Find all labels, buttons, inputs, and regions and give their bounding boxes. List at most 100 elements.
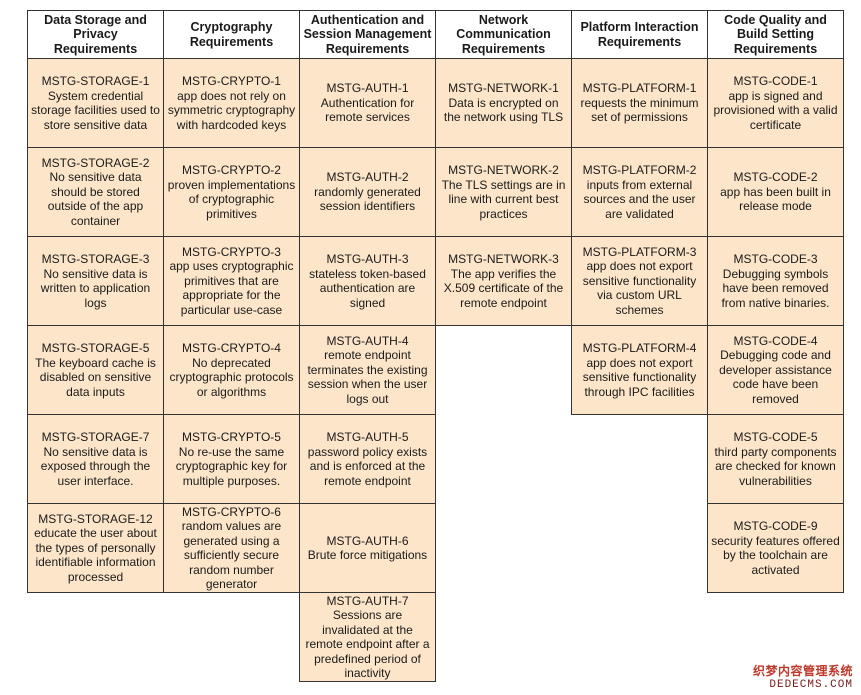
requirement-id: MSTG-AUTH-1 xyxy=(326,81,409,96)
requirement-id: MSTG-AUTH-7 xyxy=(326,593,409,608)
requirement-id: MSTG-AUTH-2 xyxy=(326,170,409,185)
requirement-text: The TLS settings are in line with curren… xyxy=(441,177,566,221)
watermark: 织梦内容管理系统 DEDECMS.COM xyxy=(741,662,853,691)
requirement-id: MSTG-STORAGE-5 xyxy=(41,341,150,355)
requirement-text: inputs from external sources and the use… xyxy=(583,177,696,221)
requirement-text: random values are generated using a suff… xyxy=(181,519,282,591)
requirement-id: MSTG-PLATFORM-2 xyxy=(582,163,697,177)
requirement-text: proven implementations of cryptographic … xyxy=(167,177,296,221)
requirement-id: MSTG-CRYPTO-3 xyxy=(182,244,281,259)
column-auth: Authentication and Session Management Re… xyxy=(299,10,436,682)
requirement-text: app uses cryptographic primitives that a… xyxy=(169,259,294,317)
requirement-id: MSTG-AUTH-6 xyxy=(326,533,409,548)
requirement-id: MSTG-STORAGE-2 xyxy=(41,155,150,170)
requirement-id: MSTG-PLATFORM-4 xyxy=(582,341,697,355)
column-header: Authentication and Session Management Re… xyxy=(299,10,436,59)
requirement-id: MSTG-STORAGE-7 xyxy=(41,430,150,444)
requirement-id: MSTG-STORAGE-12 xyxy=(38,511,153,526)
requirement-text: No deprecated cryptographic protocols or… xyxy=(169,355,294,399)
requirement-id: MSTG-AUTH-3 xyxy=(326,252,409,266)
requirements-table: Data Storage and Privacy Requirements MS… xyxy=(27,10,844,682)
requirement-text: Debugging code and developer assistance … xyxy=(719,348,832,406)
requirement-id: MSTG-AUTH-5 xyxy=(326,430,409,444)
requirement-text: No sensitive data should be stored outsi… xyxy=(47,170,144,228)
requirement-text: requests the minimum set of permissions xyxy=(580,95,699,125)
requirement-text: System credential storage facilities use… xyxy=(31,88,160,132)
watermark-text-en: DEDECMS.COM xyxy=(769,679,853,691)
column-header: Code Quality and Build Setting Requireme… xyxy=(707,10,844,59)
requirement-text: randomly generated session identifiers xyxy=(314,184,421,214)
requirement-id: MSTG-AUTH-4 xyxy=(326,333,409,348)
column-header: Network Communication Requirements xyxy=(435,10,572,59)
requirement-text: app is signed and provisioned with a val… xyxy=(713,88,838,132)
requirement-id: MSTG-PLATFORM-3 xyxy=(582,244,697,259)
requirement-id: MSTG-CODE-2 xyxy=(733,170,818,185)
requirement-id: MSTG-CRYPTO-1 xyxy=(182,74,281,88)
requirement-id: MSTG-CODE-5 xyxy=(733,430,818,444)
column-code: Code Quality and Build Setting Requireme… xyxy=(707,10,844,681)
requirement-text: educate the user about the types of pers… xyxy=(34,526,157,584)
requirement-id: MSTG-CRYPTO-4 xyxy=(182,341,281,355)
requirement-text: app has been built in release mode xyxy=(720,184,831,214)
requirement-id: MSTG-CRYPTO-2 xyxy=(182,163,281,177)
column-network: Network Communication Requirements MSTG-… xyxy=(435,10,572,681)
requirement-id: MSTG-CRYPTO-6 xyxy=(182,504,281,519)
requirement-id: MSTG-CODE-3 xyxy=(733,252,818,266)
requirement-text: password policy exists and is enforced a… xyxy=(307,444,428,488)
requirement-text: security features offered by the toolcha… xyxy=(711,533,840,577)
requirement-id: MSTG-CODE-9 xyxy=(733,519,818,533)
requirement-text: No sensitive data is written to applicat… xyxy=(40,266,151,310)
requirement-id: MSTG-STORAGE-3 xyxy=(41,252,150,266)
requirement-text: stateless token-based authentication are… xyxy=(309,266,426,310)
requirement-text: remote endpoint terminates the existing … xyxy=(307,348,428,406)
requirement-text: Brute force mitigations xyxy=(307,548,428,562)
requirement-text: app does not rely on symmetric cryptogra… xyxy=(167,88,296,132)
requirement-text: The app verifies the X.509 certificate o… xyxy=(443,266,564,310)
requirement-text: No sensitive data is exposed through the… xyxy=(40,444,151,488)
requirement-id: MSTG-CRYPTO-5 xyxy=(182,430,281,444)
requirement-text: app does not export sensitive functional… xyxy=(582,355,697,399)
requirement-text: The keyboard cache is disabled on sensit… xyxy=(35,355,156,399)
requirement-text: No re-use the same cryptographic key for… xyxy=(175,444,288,488)
requirement-id: MSTG-NETWORK-1 xyxy=(448,81,559,96)
requirement-id: MSTG-NETWORK-3 xyxy=(448,252,559,266)
watermark-text-cn: 织梦内容管理系统 xyxy=(752,664,853,678)
requirement-id: MSTG-CODE-4 xyxy=(733,333,818,348)
requirement-id: MSTG-NETWORK-2 xyxy=(448,163,559,177)
column-storage: Data Storage and Privacy Requirements MS… xyxy=(27,10,164,681)
column-header: Data Storage and Privacy Requirements xyxy=(27,10,164,59)
column-platform: Platform Interaction Requirements MSTG-P… xyxy=(571,10,708,681)
requirement-text: third party components are checked for k… xyxy=(714,444,837,488)
requirement-text: app does not export sensitive functional… xyxy=(582,259,697,317)
requirement-id: MSTG-PLATFORM-1 xyxy=(582,81,697,96)
